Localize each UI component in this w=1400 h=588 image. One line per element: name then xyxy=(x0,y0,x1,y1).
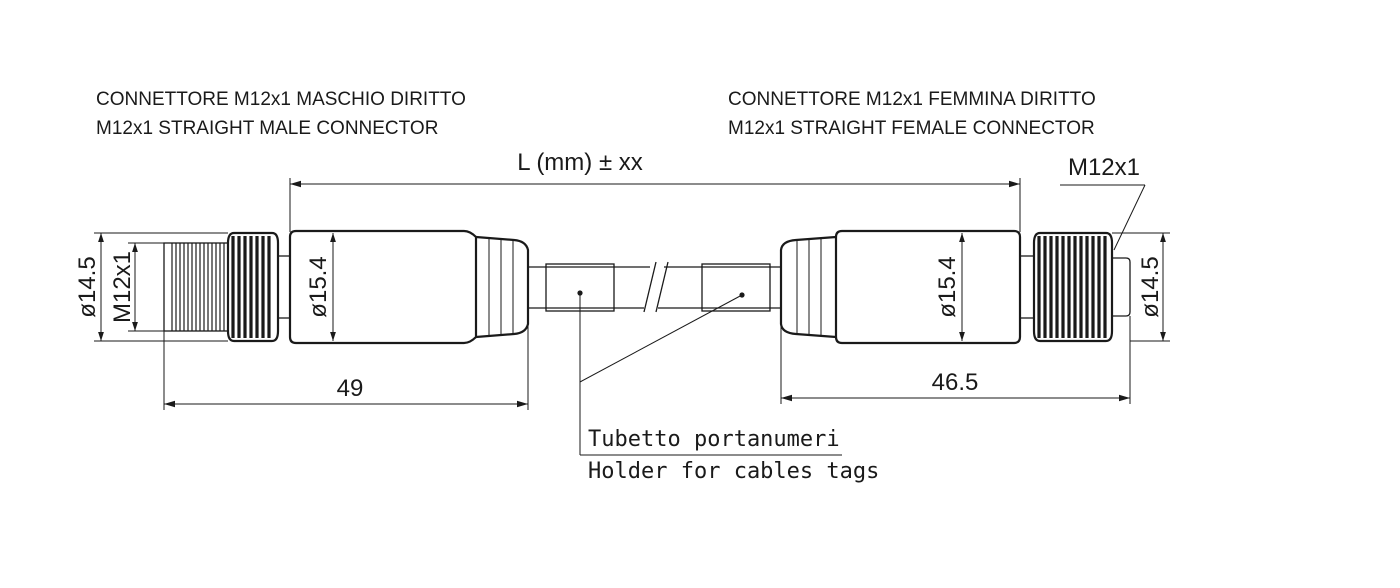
cable xyxy=(528,261,780,313)
length-label: L (mm) ± xx xyxy=(517,149,643,176)
female-connector: ø15.4 xyxy=(779,229,1131,345)
male-connector: ø15.4 xyxy=(163,229,530,345)
female-title-en: M12x1 STRAIGHT FEMALE CONNECTOR xyxy=(728,118,1095,139)
female-body-dia-label: ø15.4 xyxy=(934,256,961,317)
male-length-label: 49 xyxy=(337,375,364,402)
female-length-dim: 46.5 xyxy=(780,316,1131,404)
male-length-dim: 49 xyxy=(163,324,529,410)
annotation-line2: Holder for cables tags xyxy=(588,459,879,484)
thread-callout: M12x1 xyxy=(1060,154,1146,251)
length-dimension: L (mm) ± xx xyxy=(289,149,1021,232)
male-title-en: M12x1 STRAIGHT MALE CONNECTOR xyxy=(96,118,438,139)
female-diameter-dim: ø14.5 xyxy=(1112,232,1170,342)
male-outer-dia-label: ø14.5 xyxy=(74,256,101,317)
thread-callout-label: M12x1 xyxy=(1068,154,1140,181)
tag-holder-annotation: Tubetto portanumeri Holder for cables ta… xyxy=(579,293,879,484)
male-title-it: CONNETTORE M12x1 MASCHIO DIRITTO xyxy=(96,89,466,110)
male-thread-label: M12x1 xyxy=(109,251,136,323)
annotation-line1: Tubetto portanumeri xyxy=(588,427,840,452)
male-diameter-dims: ø14.5 M12x1 xyxy=(74,232,228,342)
female-length-label: 46.5 xyxy=(932,369,979,396)
male-body-dia-label: ø15.4 xyxy=(305,256,332,317)
female-title-it: CONNETTORE M12x1 FEMMINA DIRITTO xyxy=(728,89,1096,110)
female-outer-dia-label: ø14.5 xyxy=(1137,256,1164,317)
